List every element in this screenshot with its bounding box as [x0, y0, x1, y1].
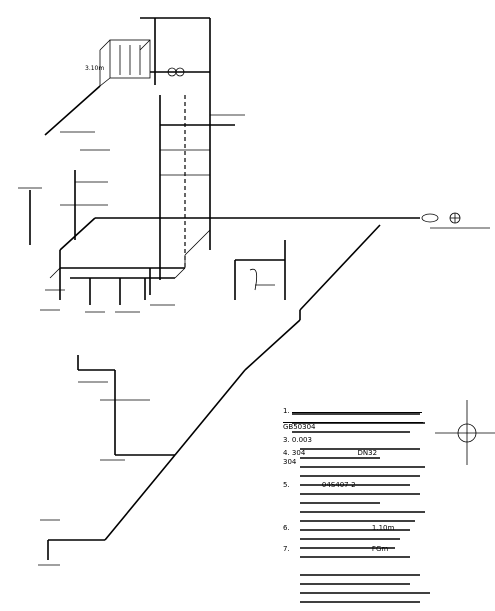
- note-text: 0.003: [291, 436, 312, 444]
- note-item: 7. FGm: [283, 545, 433, 554]
- note-text: FGm: [371, 545, 389, 553]
- diagonal-upper-left: [44, 85, 101, 136]
- note-number: 3.: [283, 436, 290, 444]
- note-text: 304: [283, 458, 297, 466]
- note-item: 4. 304 DN32 304: [283, 449, 433, 467]
- note-number: 6.: [283, 524, 290, 532]
- note-item: 6. 1.10m: [283, 524, 433, 533]
- equipment-box: [109, 39, 151, 79]
- note-number: 4.: [283, 449, 290, 457]
- note-number: 5.: [283, 481, 290, 489]
- diagonal-lower: [104, 454, 176, 541]
- valve-icon: [175, 67, 185, 77]
- note-number: 1.: [283, 407, 290, 415]
- note-text: 304: [291, 449, 306, 457]
- outlet-icon: [421, 213, 439, 223]
- note-text: DN32: [357, 449, 378, 457]
- note-text: 1.10m: [371, 524, 395, 532]
- note-text: GB50304: [283, 423, 316, 431]
- note-number: 7.: [283, 545, 290, 553]
- elev-label: 3.10m: [85, 65, 104, 72]
- note-item: 3. 0.003: [283, 436, 433, 445]
- diagonal-right: [299, 224, 381, 311]
